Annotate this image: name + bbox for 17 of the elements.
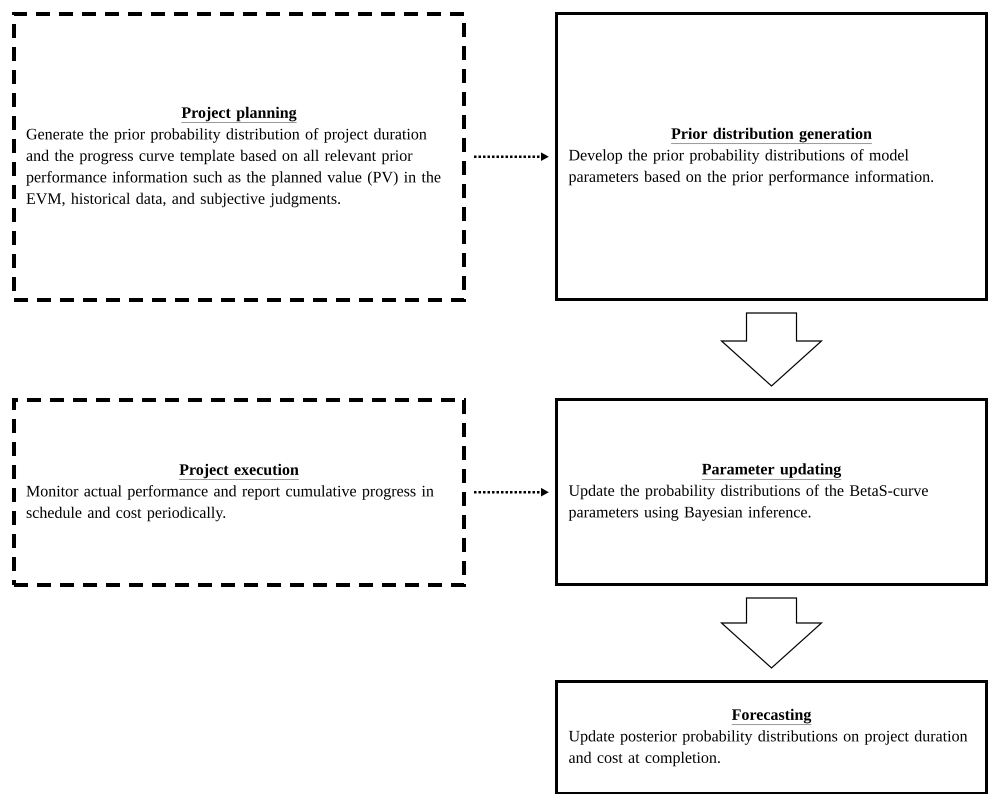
process-box — [12, 398, 466, 587]
box-text: Update posterior probability distributions on project duration and cost at completion. — [568, 730, 968, 766]
block-arrow — [720, 312, 824, 387]
process-box — [555, 680, 988, 794]
box-text: Update the probability distributions of the BetaS-curve parameters using Bayesian inference. — [568, 484, 928, 521]
process-box — [12, 12, 466, 302]
box-heading: Project execution — [178, 464, 300, 480]
process-box — [555, 12, 988, 301]
box-text: Generate the prior probability distribution of project duration and the progress curve template based on all relevant prior performance information such as the planned value (PV) in the EVM, historical data, and subjective judgments. — [26, 128, 440, 208]
process-box — [555, 398, 988, 586]
block-arrow — [720, 597, 824, 669]
box-heading: Prior distribution generation — [670, 128, 872, 144]
box-heading: Parameter updating — [702, 463, 842, 480]
box-text: Monitor actual performance and report cumulative progress in schedule and cost periodically. — [26, 485, 434, 522]
box-heading: Forecasting — [731, 708, 812, 725]
box-heading: Project planning — [181, 106, 297, 123]
box-text: Develop the prior probability distributions of model parameters based on the prior performance information. — [568, 149, 934, 186]
